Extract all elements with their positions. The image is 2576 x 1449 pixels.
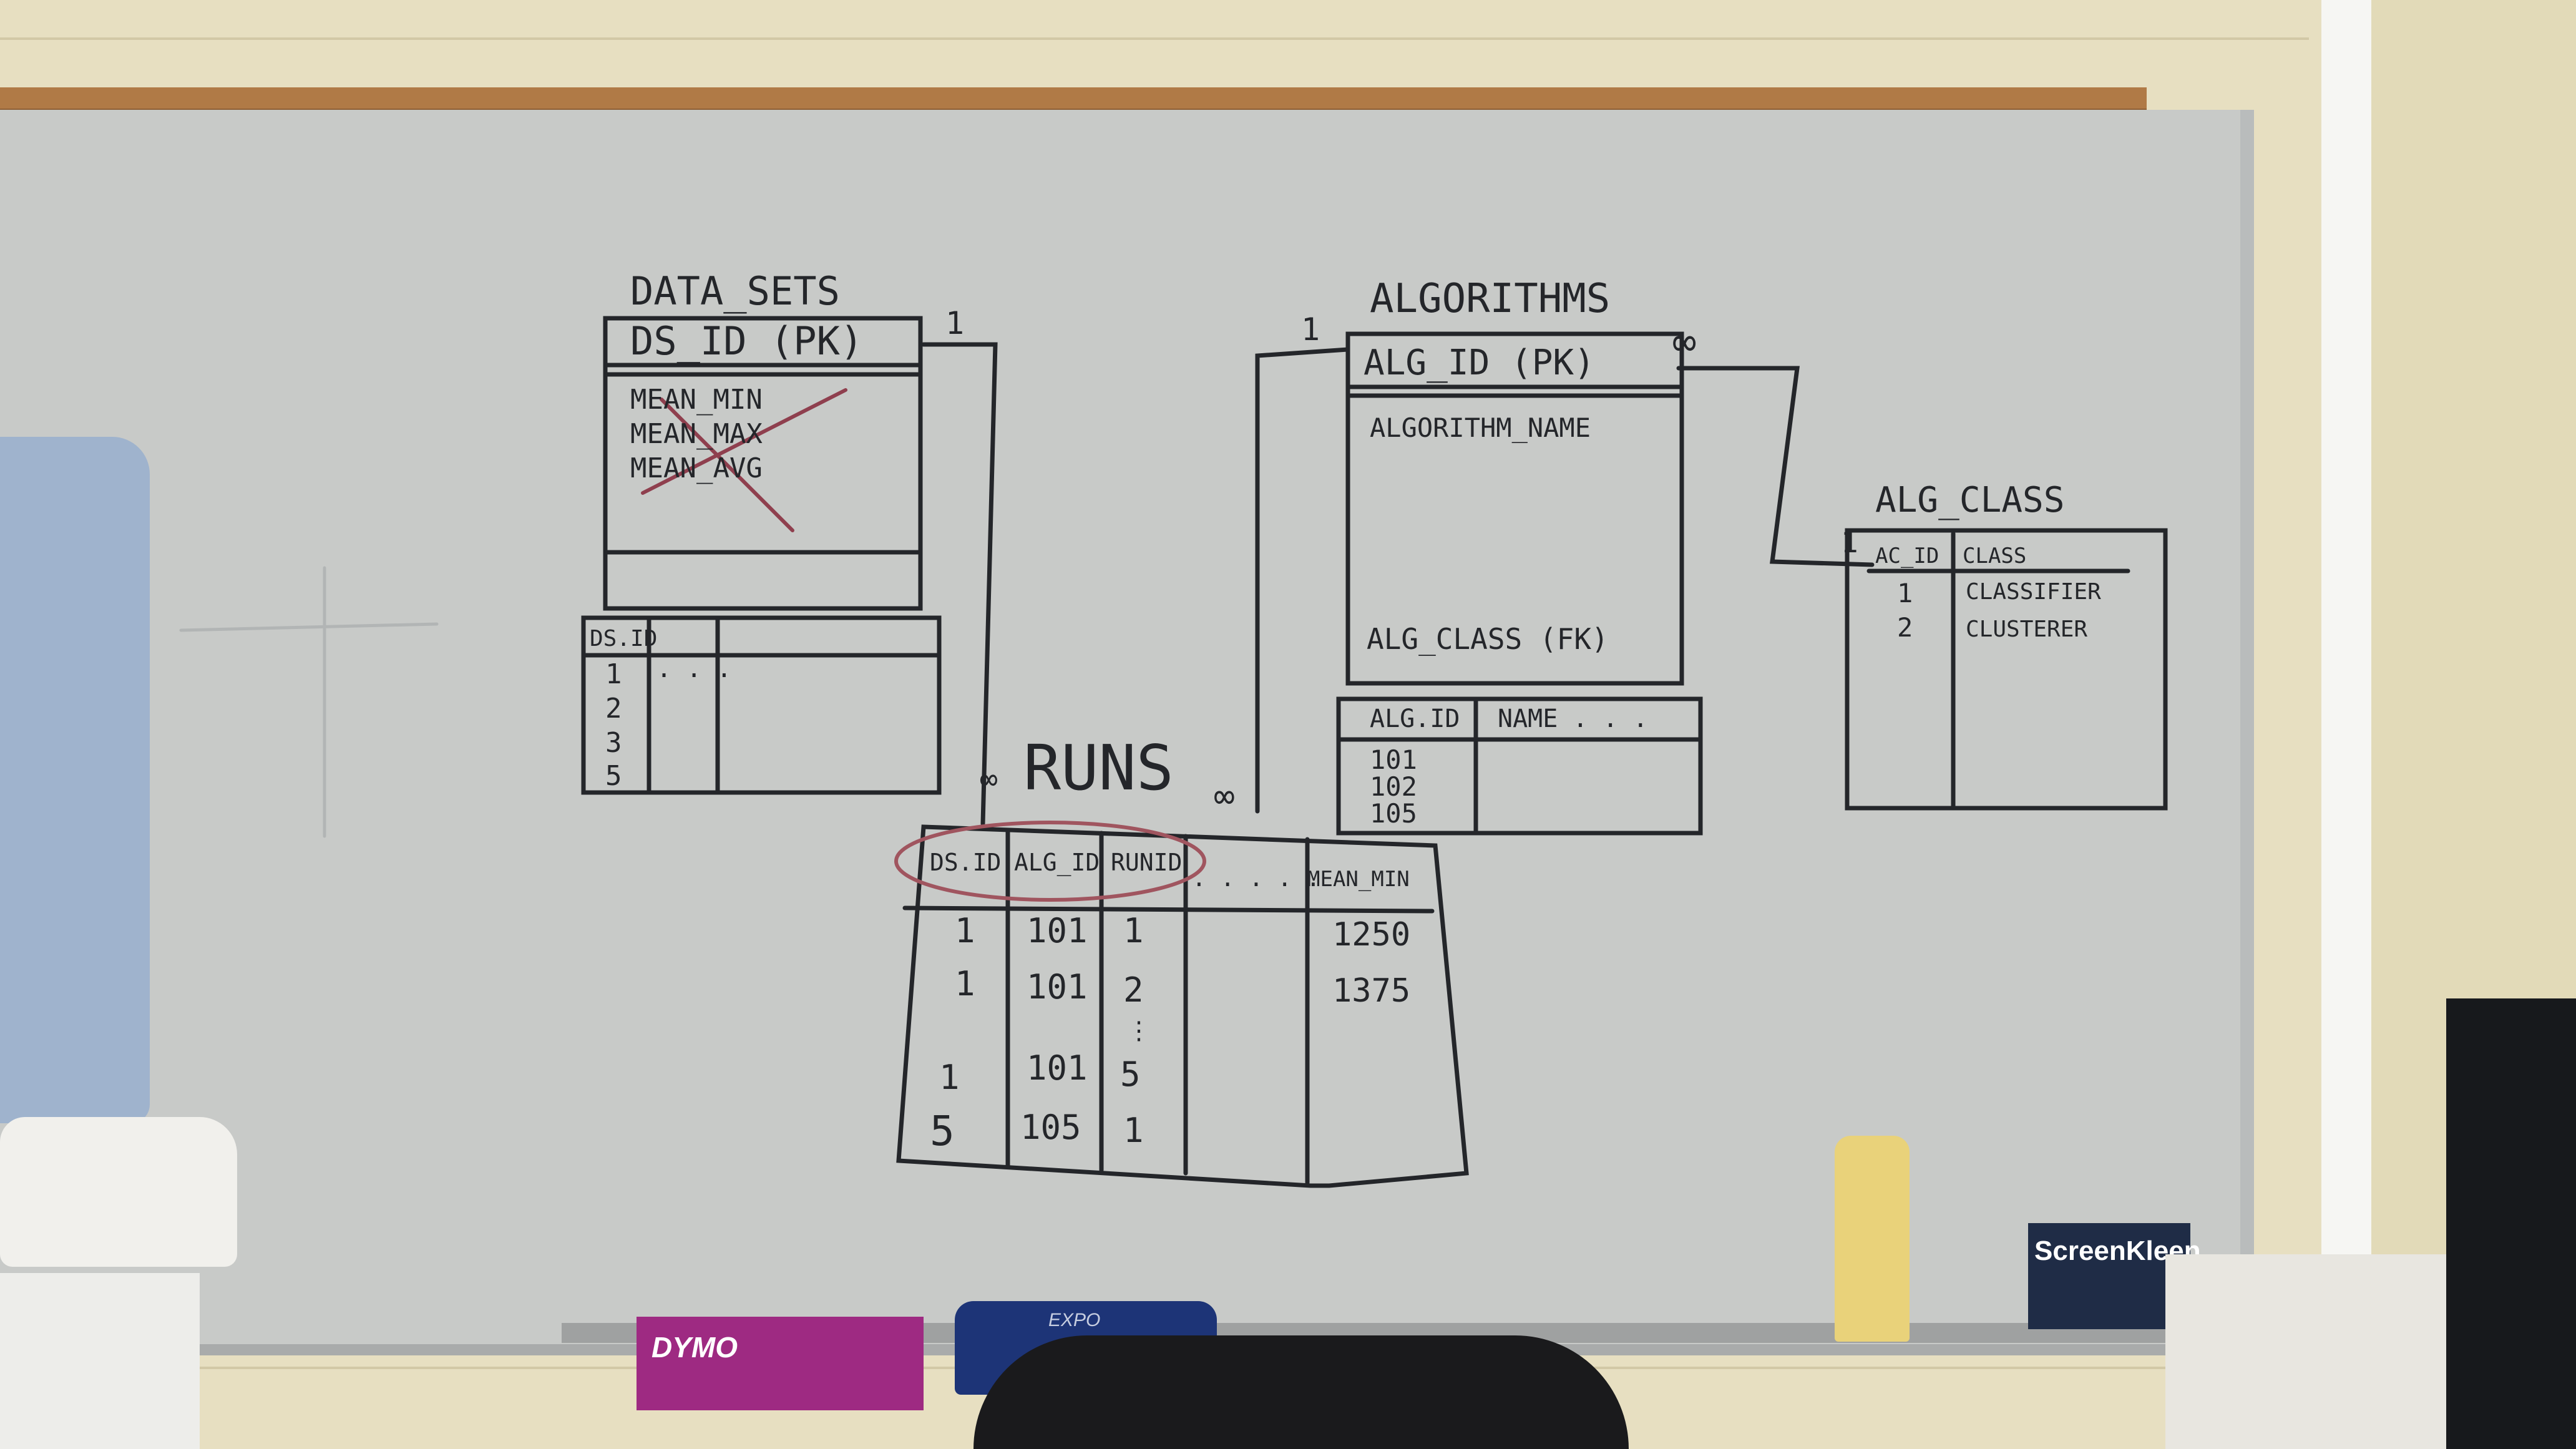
- algorithms-sample-row: 105: [1370, 798, 1417, 829]
- runs-header: . . . . .: [1192, 864, 1320, 892]
- cross-out-stroke: [660, 398, 794, 532]
- data-sets-field: MEAN_MAX: [630, 418, 763, 450]
- runs-header: DS.ID: [930, 849, 1001, 876]
- runs-cell-ds: 5: [930, 1107, 955, 1155]
- primary-key-highlight-ellipse: [894, 821, 1206, 902]
- runs-cell-run: 1: [1123, 1111, 1144, 1150]
- runs-cell-alg: 101: [1027, 1048, 1088, 1088]
- runs-cell-alg: 101: [1027, 911, 1088, 950]
- alg-class-row-id: 2: [1897, 612, 1913, 643]
- runs-table-outline: [896, 824, 1469, 1188]
- algorithms-cardinality-right: ∞: [1672, 320, 1697, 366]
- alg-class-row-class: CLASSIFIER: [1966, 579, 2101, 605]
- cross-out-stroke: [641, 388, 847, 495]
- lotion-bottle: [1835, 1136, 1910, 1342]
- runs-cell-ds: 1: [955, 911, 975, 950]
- ghost-mark: [179, 622, 439, 632]
- runs-left-mark: ∞: [980, 762, 998, 797]
- eraser-label: EXPO: [1048, 1310, 1101, 1330]
- alg-class-header: AC_ID: [1875, 544, 1939, 568]
- dymo-label: DYMO: [651, 1331, 738, 1364]
- kettle: [0, 1117, 237, 1267]
- runs-header: ALG_ID: [1014, 849, 1100, 877]
- algorithms-sample-header: NAME . . .: [1498, 705, 1648, 733]
- runs-cell-alg: 101: [1027, 967, 1088, 1007]
- connector-datasets-runs: [921, 342, 998, 826]
- runs-cell-ds: 1: [939, 1058, 960, 1097]
- algorithms-field: ALGORITHM_NAME: [1370, 412, 1591, 443]
- wall-seam: [0, 37, 2309, 40]
- runs-header: RUNID: [1111, 849, 1182, 876]
- person-head: [973, 1335, 1629, 1449]
- monitor: [2446, 998, 2576, 1449]
- ds-sample-dots: . . .: [656, 655, 731, 683]
- data-sets-cardinality: 1: [945, 305, 964, 341]
- ds-sample-row: 2: [605, 693, 622, 724]
- ds-sample-row: 5: [605, 760, 622, 792]
- ds-sample-row: 1: [605, 658, 622, 690]
- runs-cell-run: 1: [1123, 911, 1144, 950]
- ds-sample-table: [581, 615, 942, 795]
- connector-algorithms-algclass: [1676, 366, 1875, 567]
- data-sets-pk: DS_ID (PK): [630, 318, 863, 364]
- runs-cell-mean: 1375: [1332, 972, 1410, 1010]
- data-sets-table-outline: [603, 316, 923, 611]
- runs-header-line: [902, 905, 1435, 914]
- window-light: [2321, 0, 2371, 1449]
- algorithms-sample-row: 102: [1370, 771, 1417, 802]
- ds-sample-header: DS.ID: [590, 626, 657, 651]
- ds-sample-row: 3: [605, 727, 622, 759]
- hanging-shirt: [0, 437, 150, 1123]
- connector-algorithms-runs: [1255, 347, 1350, 814]
- alg-class-title: ALG_CLASS: [1875, 480, 2064, 520]
- algorithms-cardinality-left: 1: [1301, 311, 1320, 348]
- runs-title: RUNS: [1023, 731, 1174, 804]
- algorithms-sample-table: [1336, 696, 1703, 836]
- alg-class-cardinality: 1: [1841, 525, 1858, 559]
- algorithms-pk: ALG_ID (PK): [1364, 343, 1595, 383]
- algorithms-sample-header: ALG.ID: [1370, 705, 1460, 733]
- dymo-labelmaker-box: DYMO: [637, 1317, 924, 1410]
- alg-class-row-id: 1: [1897, 578, 1913, 608]
- runs-cell-run: 2: [1123, 970, 1144, 1010]
- data-sets-title: DATA_SETS: [630, 268, 840, 314]
- runs-cell-run: 5: [1120, 1055, 1141, 1094]
- runs-cell-alg: 105: [1020, 1108, 1081, 1147]
- runs-continuation-dots: ⋮: [1126, 1017, 1151, 1045]
- paper-stack: [2165, 1254, 2446, 1449]
- runs-right-mark: ∞: [1214, 776, 1235, 817]
- runs-cell-mean: 1250: [1332, 916, 1410, 954]
- data-sets-field: MEAN_AVG: [630, 452, 763, 484]
- algorithms-title: ALGORITHMS: [1370, 276, 1610, 322]
- microwave: [0, 1273, 200, 1449]
- data-sets-field: MEAN_MIN: [630, 384, 763, 416]
- algorithms-sample-row: 101: [1370, 744, 1417, 775]
- algorithms-fk: ALG_CLASS (FK): [1367, 622, 1609, 656]
- alg-class-table-outline: [1845, 528, 2168, 811]
- runs-cell-ds: 1: [955, 964, 975, 1003]
- algorithms-table-outline: [1345, 331, 1684, 686]
- alg-class-row-class: CLUSTERER: [1966, 617, 2087, 642]
- runs-header: MEAN_MIN: [1307, 867, 1410, 892]
- alg-class-header: CLASS: [1963, 544, 2026, 568]
